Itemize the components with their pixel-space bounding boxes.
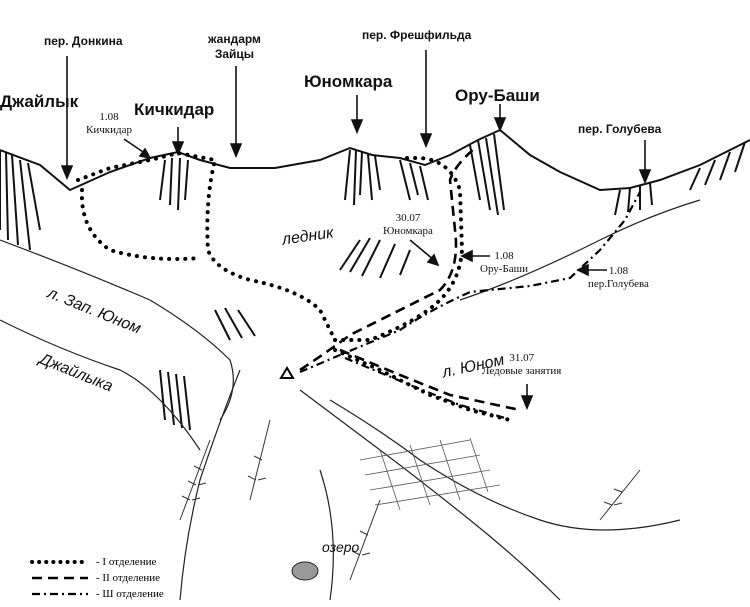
legend-label-1: - I отделение [96, 556, 157, 568]
crevasses [359, 437, 501, 511]
label-kichkidar: Кичкидар [134, 100, 215, 119]
note-kichkidar-date: 1.08 [99, 111, 119, 123]
label-pass-freshfield: пер. Фрешфильда [362, 28, 472, 42]
route-group-1 [76, 150, 512, 422]
note-yunomkara-name: Юномкара [383, 225, 433, 237]
legend-item-1: - I отделение [90, 555, 156, 569]
note-kichkidar-name: Кичкидар [86, 124, 132, 136]
label-pass-donkina: пер. Донкина [44, 34, 123, 48]
label-yunomkara: Юномкара [304, 72, 393, 91]
legend-item-3: - Ш отделение [90, 587, 164, 601]
legend-label-2: - II отделение [96, 572, 161, 584]
legend-item-2: - II отделение [90, 571, 160, 585]
note-orubashi-name: Ору-Баши [480, 263, 529, 275]
label-pass-golubeva: пер. Голубева [578, 122, 662, 136]
legend-lines [30, 560, 90, 596]
note-ice-date: 31.07 [509, 352, 535, 364]
route-group-2 [299, 147, 521, 412]
note-ice-name: Ледовые занятия [482, 365, 562, 377]
note-ice-training: 31.07 Ледовые занятия [482, 352, 561, 378]
label-gendarme-line1: жандарм [208, 32, 261, 46]
note-golubeva-name: пер.Голубева [588, 278, 649, 290]
pointer-arrows [60, 50, 652, 411]
route-group-3 [299, 191, 641, 420]
contours [0, 199, 701, 601]
note-orubashi: 1.08 Ору-Баши [480, 250, 528, 276]
label-gendarme: жандарм Зайцы [208, 32, 261, 62]
camp-triangle-icon [279, 366, 295, 379]
note-golubeva-date: 1.08 [608, 265, 629, 277]
note-yunomkara-date: 30.07 [395, 212, 421, 224]
note-yunomkara: 30.07 Юномкара [383, 212, 433, 238]
moraine-marks [179, 419, 641, 581]
label-oru-bashi: Ору-Баши [455, 86, 540, 105]
note-kichkidar: 1.08 Кичкидар [86, 111, 132, 137]
note-orubashi-date: 1.08 [494, 250, 514, 262]
rock-hatching [0, 133, 746, 431]
main-ridge [0, 128, 750, 192]
label-jailyk: Джайлык [0, 92, 79, 111]
legend-label-3: - Ш отделение [96, 588, 164, 600]
label-lake: озеро [322, 539, 360, 555]
note-golubeva: 1.08 пер.Голубева [588, 265, 649, 291]
label-gendarme-line2: Зайцы [214, 47, 255, 61]
lake-shape [291, 561, 319, 581]
